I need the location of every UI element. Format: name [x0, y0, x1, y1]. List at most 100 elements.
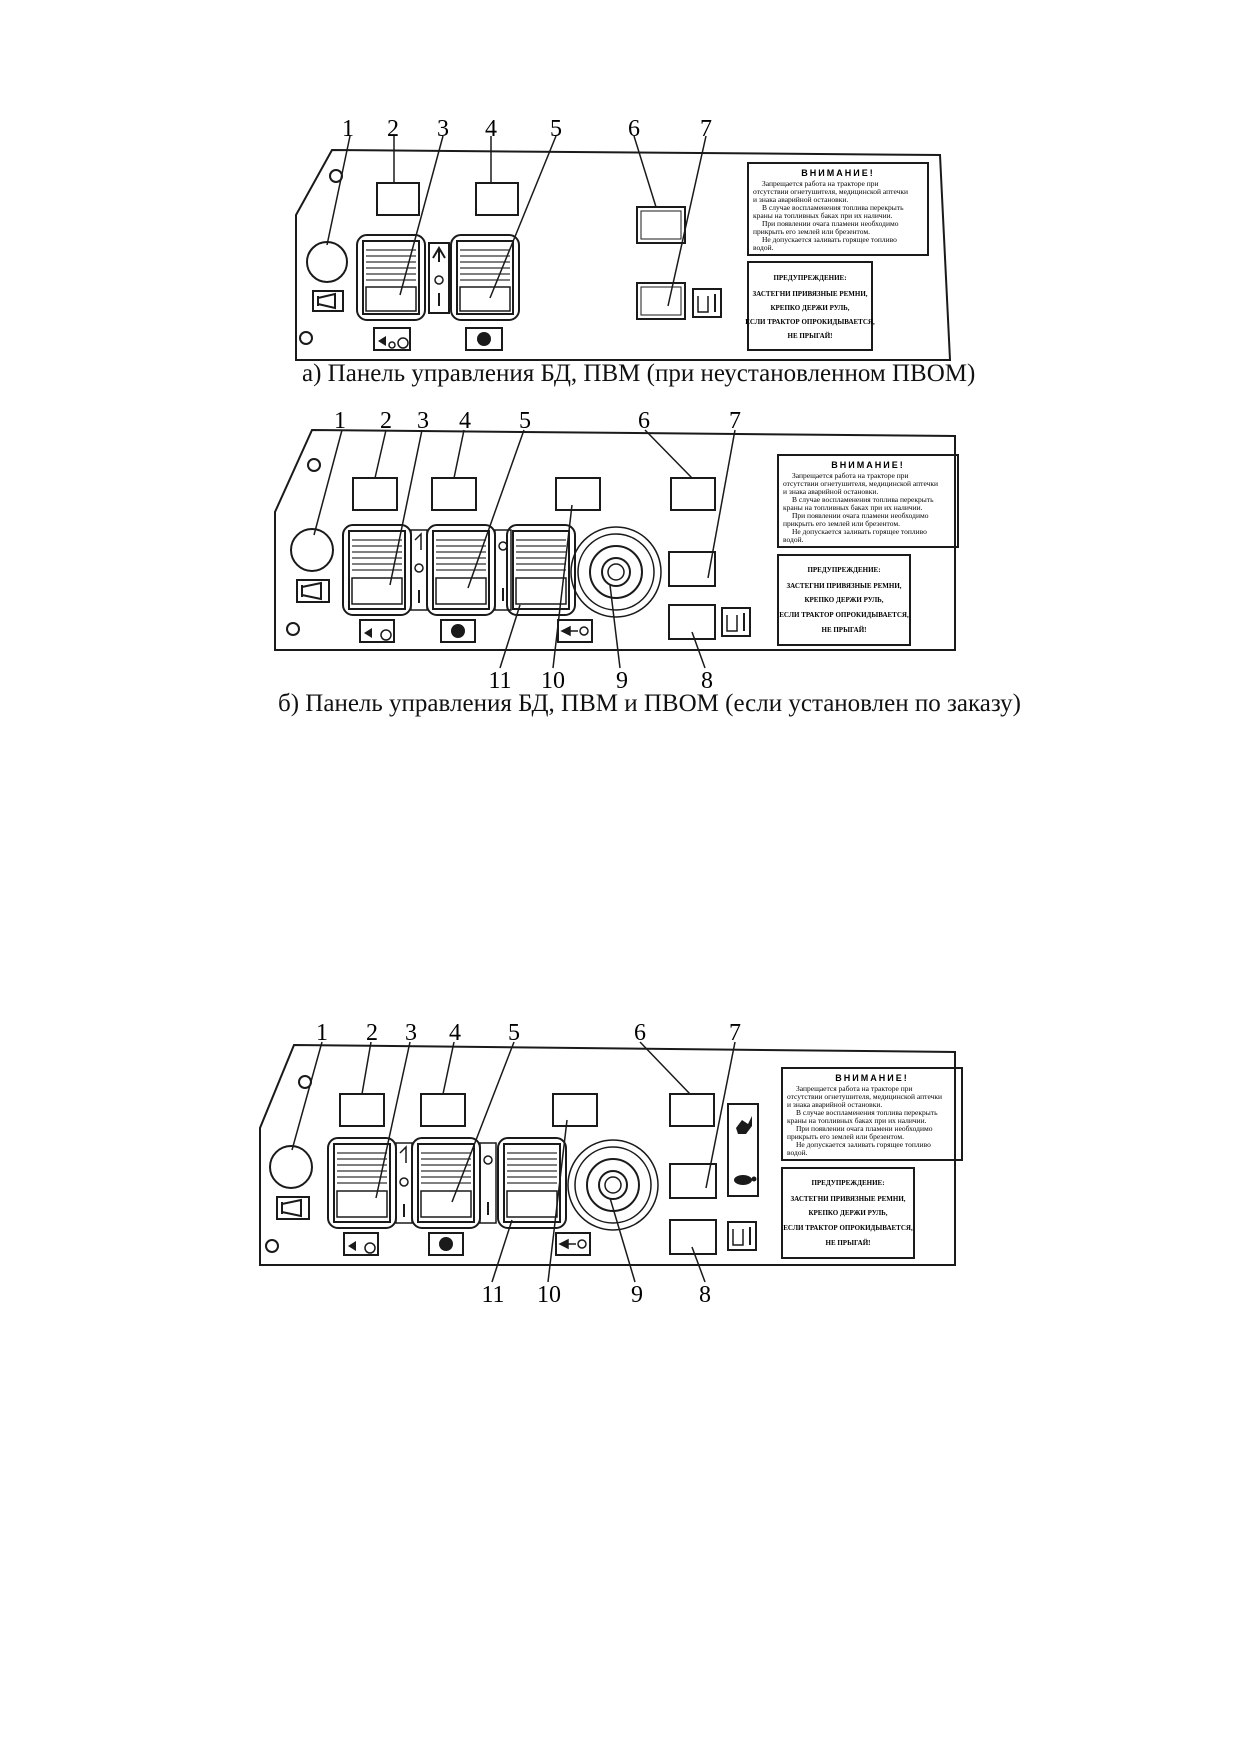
pto-rotary-knob-9[interactable]: [570, 526, 662, 618]
callout-leaders: [313, 429, 736, 669]
front-drive-icon: [465, 327, 503, 351]
indicator-lamp-4: [420, 1093, 466, 1127]
warning-line: Запрещается работа на тракторе при: [792, 471, 909, 480]
callout-6: 6: [634, 1020, 646, 1046]
caution-plaque: [777, 554, 911, 646]
panel-b-outline: [274, 428, 956, 651]
rocker-switch-5[interactable]: [411, 1137, 481, 1229]
horn-icon: [296, 579, 330, 603]
indicator-lamp-7: [668, 551, 716, 587]
oil-temp-icon: [721, 607, 751, 637]
indicator-lamp-7: [669, 1163, 717, 1199]
warning-line: краны на топливных баках при их наличии.: [787, 1116, 927, 1125]
caution-line: ЗАСТЕГНИ ПРИВЯЗНЫЕ РЕМНИ,: [786, 582, 901, 590]
callout-11: 11: [488, 668, 511, 694]
switch-position-strip: [395, 1142, 413, 1224]
pto-icon: [555, 1232, 591, 1256]
callout-6: 6: [638, 408, 650, 434]
caution-line: НЕ ПРЫГАЙ!: [826, 1239, 871, 1247]
panel-c-outline: [259, 1043, 956, 1266]
callout-leaders: [291, 1041, 736, 1283]
rocker-switch-11[interactable]: [497, 1137, 567, 1229]
indicator-lamp-6-inner: [640, 210, 682, 240]
warning-line: водой.: [783, 535, 804, 544]
horn-button[interactable]: [269, 1145, 313, 1189]
turtle-icon: [734, 1175, 757, 1185]
warning-line: В случае воспламенения топлива перекрыть: [796, 1108, 938, 1117]
rocker-switch-3[interactable]: [342, 524, 412, 616]
caution-line: НЕ ПРЫГАЙ!: [788, 332, 833, 340]
indicator-lamp-7: [636, 282, 686, 320]
horn-button[interactable]: [306, 241, 348, 283]
warning-line: краны на топливных баках при их наличии.: [783, 503, 923, 512]
indicator-lamp-6: [670, 477, 716, 511]
rocker-switch-11[interactable]: [506, 524, 576, 616]
warning-line: прикрыть его землей или брезентом.: [783, 519, 900, 528]
callout-4: 4: [449, 1020, 461, 1046]
indicator-lamp-10: [555, 477, 601, 511]
warning-line: В случае воспламенения топлива перекрыть: [762, 203, 904, 212]
callout-9: 9: [631, 1282, 643, 1308]
callout-8: 8: [701, 668, 713, 694]
warning-line: и знака аварийной остановки.: [787, 1100, 882, 1109]
caution-line: ЕСЛИ ТРАКТОР ОПРОКИДЫВАЕТСЯ,: [745, 318, 875, 326]
callout-10: 10: [541, 668, 565, 694]
callout-6: 6: [628, 116, 640, 142]
warning-line: водой.: [787, 1148, 808, 1157]
caution-line: КРЕПКО ДЕРЖИ РУЛЬ,: [808, 1209, 887, 1217]
indicator-lamp-7-inner: [640, 286, 682, 316]
warning-plaque: [777, 454, 959, 548]
warning-line: Не допускается заливать горящее топливо: [762, 235, 897, 244]
warning-line: отсутствии огнетушителя, медицинской апт…: [753, 187, 908, 196]
callout-3: 3: [405, 1020, 417, 1046]
front-drive-icon: [428, 1232, 464, 1256]
switch-position-strip: [479, 1142, 497, 1224]
warning-line: При появлении очага пламени необходимо: [796, 1124, 933, 1133]
caution-line: ЕСЛИ ТРАКТОР ОПРОКИДЫВАЕТСЯ,: [783, 1224, 913, 1232]
warning-plaque: [781, 1067, 963, 1161]
caution-line: ЕСЛИ ТРАКТОР ОПРОКИДЫВАЕТСЯ,: [779, 611, 909, 619]
indicator-lamp-4: [431, 477, 477, 511]
callout-2: 2: [380, 408, 392, 434]
switch-position-strip: [428, 242, 450, 314]
callout-10: 10: [537, 1282, 561, 1308]
panel-a-diagram: ВНИМАНИЕ! Запрещается работа на тракторе…: [295, 116, 952, 361]
warning-line: прикрыть его землей или брезентом.: [787, 1132, 904, 1141]
warning-title: ВНИМАНИЕ!: [831, 460, 904, 470]
warning-line: водой.: [753, 243, 774, 252]
callout-7: 7: [700, 116, 712, 142]
warning-line: прикрыть его землей или брезентом.: [753, 227, 870, 236]
callout-5: 5: [508, 1020, 520, 1046]
speed-range-icon: [727, 1103, 759, 1197]
panel-a-outline: [295, 148, 952, 361]
warning-line: отсутствии огнетушителя, медицинской апт…: [783, 479, 938, 488]
panel-a-mount-hole: [299, 331, 313, 345]
warning-line: Запрещается работа на тракторе при: [796, 1084, 913, 1093]
callout-5: 5: [519, 408, 531, 434]
pto-rotary-knob-9[interactable]: [567, 1139, 659, 1231]
caution-line: ЗАСТЕГНИ ПРИВЯЗНЫЕ РЕМНИ,: [790, 1195, 905, 1203]
warning-line: В случае воспламенения топлива перекрыть: [792, 495, 934, 504]
panel-c-diagram: ВНИМАНИЕ! Запрещается работа на тракторе…: [259, 1020, 963, 1308]
warning-line: и знака аварийной остановки.: [753, 195, 848, 204]
callout-1: 1: [316, 1020, 328, 1046]
front-drive-icon: [440, 619, 476, 643]
callout-2: 2: [366, 1020, 378, 1046]
callout-7: 7: [729, 408, 741, 434]
callout-3: 3: [437, 116, 449, 142]
indicator-lamp-2: [339, 1093, 385, 1127]
callout-leaders: [326, 135, 707, 307]
panel-c-mount-hole: [265, 1239, 279, 1253]
panel-a-caption: а) Панель управления БД, ПВМ (при неуста…: [302, 360, 976, 387]
callout-4: 4: [485, 116, 497, 142]
horn-button[interactable]: [290, 528, 334, 572]
switch-position-strip: [494, 529, 512, 611]
warning-title: ВНИМАНИЕ!: [835, 1073, 908, 1083]
callout-2: 2: [387, 116, 399, 142]
rocker-switch-5[interactable]: [450, 234, 520, 321]
warning-line: отсутствии огнетушителя, медицинской апт…: [787, 1092, 942, 1101]
diff-lock-icon: [343, 1232, 379, 1256]
rocker-switch-3[interactable]: [356, 234, 426, 321]
indicator-lamp-8: [669, 1219, 717, 1255]
callout-3: 3: [417, 408, 429, 434]
